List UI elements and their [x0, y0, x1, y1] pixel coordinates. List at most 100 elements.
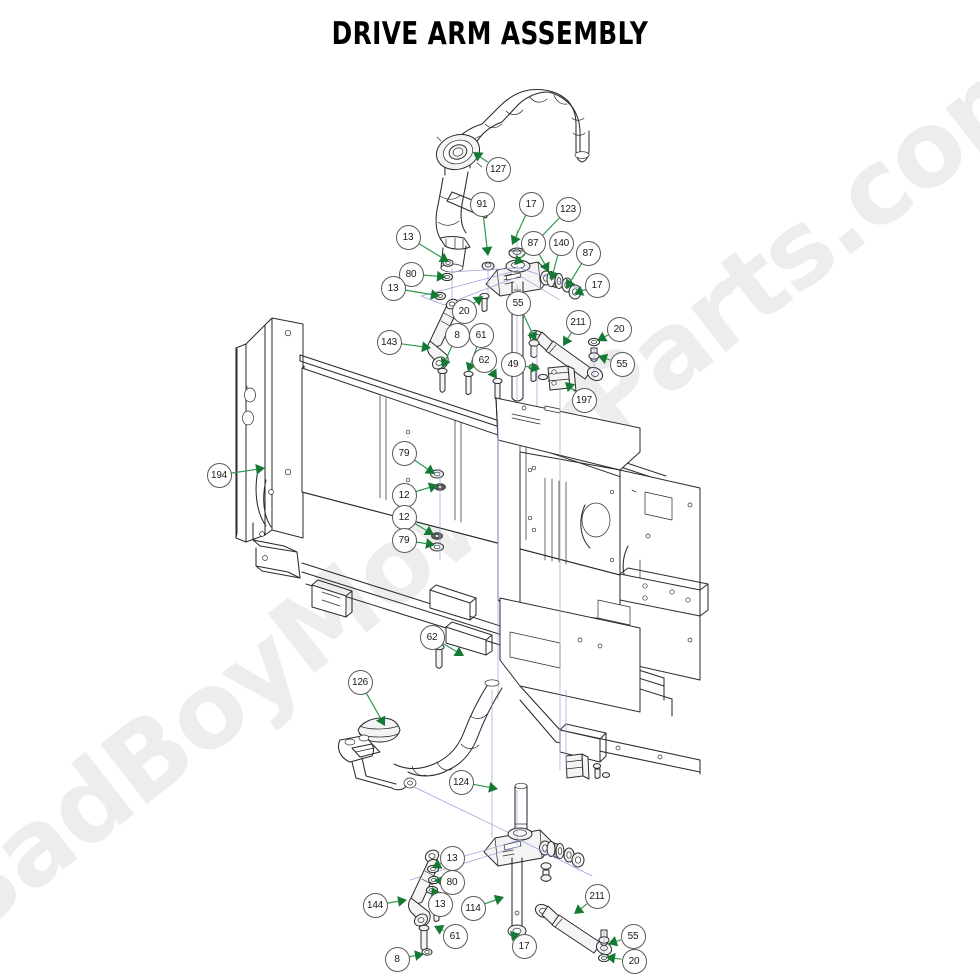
page-title: DRIVE ARM ASSEMBLY: [0, 16, 980, 52]
callout-number: 17: [518, 940, 530, 952]
callout-number: 61: [449, 930, 461, 942]
leader-arrowhead: [548, 270, 559, 281]
leader-arrowhead: [465, 361, 477, 372]
leader-line: [414, 522, 427, 531]
callout-bubble-17[interactable]: 17: [584, 272, 610, 298]
leader-arrowhead: [608, 936, 619, 947]
callout-bubble-13[interactable]: 13: [395, 224, 421, 250]
callout-bubble-55[interactable]: 55: [505, 290, 531, 316]
leader-arrowhead: [434, 925, 445, 935]
callout-bubble-20[interactable]: 20: [606, 316, 632, 342]
callout-number: 13: [387, 282, 399, 294]
callout-bubble-87[interactable]: 87: [520, 230, 546, 256]
callout-bubble-79[interactable]: 79: [391, 527, 417, 553]
callout-bubble-127[interactable]: 127: [485, 156, 511, 182]
leader-line: [484, 899, 496, 905]
leader-arrowhead: [424, 464, 435, 474]
callout-bubble-114[interactable]: 114: [460, 895, 486, 921]
callout-bubble-79[interactable]: 79: [391, 440, 417, 466]
leader-arrowhead: [440, 357, 451, 368]
callout-number: 91: [476, 198, 488, 210]
callout-bubble-62[interactable]: 62: [471, 347, 497, 373]
leader-arrowhead: [574, 904, 585, 914]
callout-bubble-62[interactable]: 62: [419, 624, 445, 650]
callout-bubble-211[interactable]: 211: [565, 309, 591, 335]
callout-bubble-13[interactable]: 13: [427, 891, 453, 917]
leader-arrowhead: [488, 782, 498, 793]
callout-bubble-8[interactable]: 8: [384, 946, 410, 972]
callout-bubble-80[interactable]: 80: [439, 869, 465, 895]
leader-line: [401, 343, 423, 348]
center-chassis-deck: [495, 389, 709, 775]
callout-number: 20: [628, 955, 640, 967]
callout-bubble-140[interactable]: 140: [548, 230, 574, 256]
callout-bubble-12[interactable]: 12: [391, 504, 417, 530]
callout-number: 127: [489, 163, 507, 175]
callout-bubble-13[interactable]: 13: [439, 845, 465, 871]
leader-arrowhead: [597, 331, 608, 342]
callout-number: 211: [589, 890, 605, 902]
callout-number: 79: [398, 534, 410, 546]
callout-bubble-55[interactable]: 55: [620, 923, 646, 949]
callout-bubble-87[interactable]: 87: [575, 240, 601, 266]
leader-arrowhead: [539, 261, 550, 272]
leader-line: [409, 955, 416, 958]
callout-bubble-91[interactable]: 91: [469, 191, 495, 217]
callout-bubble-49[interactable]: 49: [500, 351, 526, 377]
callout-bubble-55[interactable]: 55: [609, 351, 635, 377]
main-frame-left-rail: [235, 317, 304, 579]
leader-arrowhead: [493, 894, 504, 906]
leader-arrowhead: [375, 715, 386, 726]
callout-bubble-123[interactable]: 123: [555, 196, 581, 222]
callout-bubble-143[interactable]: 143: [376, 329, 402, 355]
callout-bubble-12[interactable]: 12: [391, 482, 417, 508]
callout-number: 13: [446, 852, 458, 864]
leader-line: [580, 903, 588, 909]
leader-line: [445, 346, 453, 361]
callout-bubble-8[interactable]: 8: [444, 322, 470, 348]
callout-bubble-17[interactable]: 17: [518, 191, 544, 217]
leader-arrowhead: [510, 234, 521, 245]
callout-bubble-20[interactable]: 20: [621, 948, 647, 974]
leader-line: [570, 263, 583, 282]
callout-number: 8: [454, 329, 460, 341]
upper-control-hose: [435, 89, 590, 273]
leader-arrowhead: [510, 931, 521, 942]
leader-arrowhead: [425, 538, 435, 549]
callout-number: 197: [575, 394, 593, 406]
callout-bubble-13[interactable]: 13: [380, 275, 406, 301]
leader-arrowhead: [606, 952, 616, 964]
callout-number: 144: [366, 899, 384, 911]
leader-arrowhead: [423, 525, 434, 535]
leader-line: [365, 692, 382, 719]
callout-number: 211: [570, 316, 586, 328]
callout-number: 80: [405, 268, 417, 280]
callout-bubble-197[interactable]: 197: [571, 387, 597, 413]
leader-arrowhead: [514, 254, 525, 265]
leader-arrowhead: [574, 285, 585, 296]
callout-number: 140: [552, 237, 570, 249]
callout-bubble-61[interactable]: 61: [442, 923, 468, 949]
callout-bubble-194[interactable]: 194: [206, 462, 232, 488]
callout-bubble-144[interactable]: 144: [362, 892, 388, 918]
callout-number: 55: [627, 930, 639, 942]
leader-line: [423, 274, 438, 277]
callout-number: 194: [210, 469, 228, 481]
callout-number: 8: [394, 953, 400, 965]
callout-bubble-211[interactable]: 211: [584, 883, 610, 909]
callout-bubble-17[interactable]: 17: [511, 933, 537, 959]
callout-number: 80: [446, 876, 458, 888]
callout-bubble-124[interactable]: 124: [448, 769, 474, 795]
leader-arrowhead: [473, 152, 484, 162]
leader-arrowhead: [438, 252, 449, 262]
leader-arrowhead: [436, 270, 446, 282]
callout-number: 123: [559, 203, 577, 215]
callout-bubble-126[interactable]: 126: [347, 669, 373, 695]
leader-line: [515, 215, 527, 238]
callout-bubble-61[interactable]: 61: [468, 322, 494, 348]
callout-bubble-20[interactable]: 20: [451, 298, 477, 324]
callout-number: 143: [380, 336, 398, 348]
